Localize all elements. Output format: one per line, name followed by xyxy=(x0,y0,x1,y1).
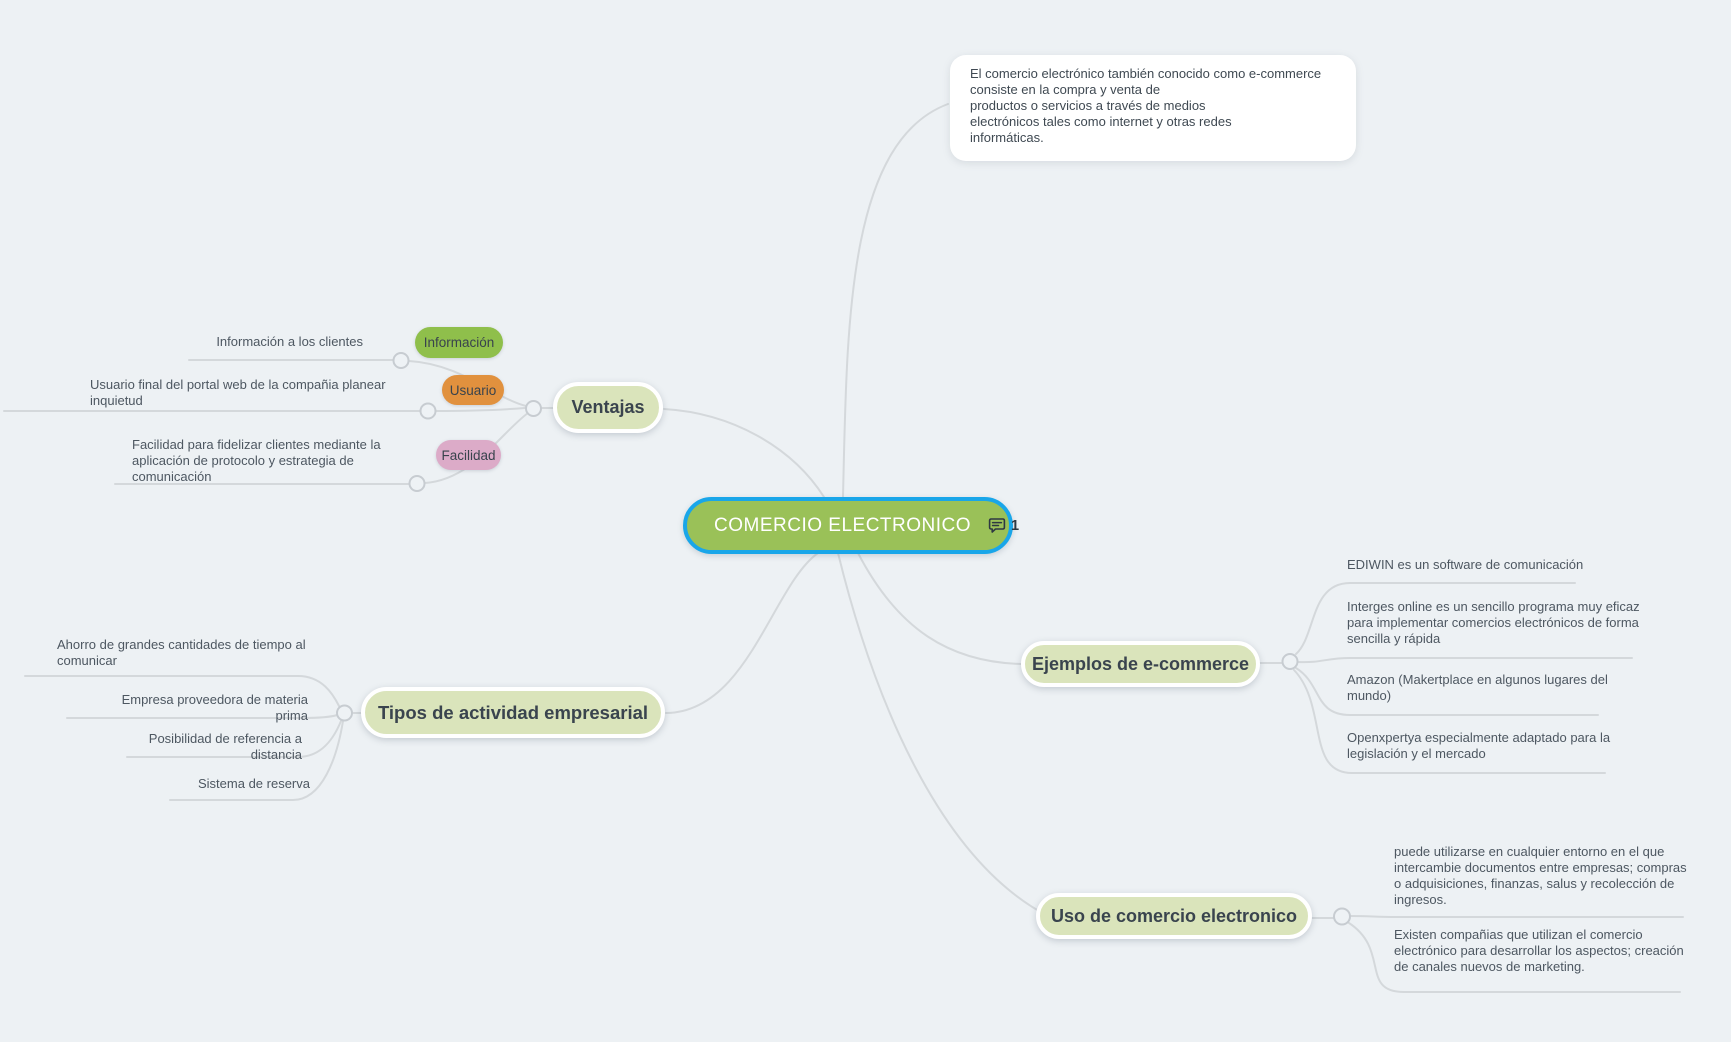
label-ahorro[interactable]: Ahorro de grandes cantidades de tiempo a… xyxy=(57,637,306,668)
topic-ejemplos[interactable]: Ejemplos de e-commerce xyxy=(1021,641,1260,687)
label-existen[interactable]: Existen compañias que utilizan el comerc… xyxy=(1394,927,1684,974)
topic-uso[interactable]: Uso de comercio electronico xyxy=(1036,893,1312,939)
topic-ventajas[interactable]: Ventajas xyxy=(553,382,663,433)
comment-badge[interactable]: 1 xyxy=(988,518,1019,534)
subpill-facilidad-label: Facilidad xyxy=(441,447,496,463)
label-usuario[interactable]: Usuario final del portal web de la compa… xyxy=(90,377,386,408)
label-openxpertya[interactable]: Openxpertya especialmente adaptado para … xyxy=(1347,730,1611,761)
subpill-informacion[interactable]: Información xyxy=(415,327,503,358)
topic-tipos[interactable]: Tipos de actividad empresarial xyxy=(361,687,665,738)
root-node[interactable]: COMERCIO ELECTRONICO 1 xyxy=(683,497,1019,554)
comment-icon xyxy=(988,517,1006,533)
topic-ventajas-label: Ventajas xyxy=(571,397,645,417)
topic-uso-label: Uso de comercio electronico xyxy=(1050,905,1298,926)
topic-ejemplos-label: Ejemplos de e-commerce xyxy=(1031,653,1250,674)
note-card[interactable]: El comercio electrónico también conocido… xyxy=(950,55,1356,161)
subpill-usuario[interactable]: Usuario xyxy=(442,375,504,405)
root-label: COMERCIO ELECTRONICO xyxy=(714,514,972,536)
label-amazon[interactable]: Amazon (Makertplace en algunos lugares d… xyxy=(1347,672,1608,703)
label-posibilidad[interactable]: Posibilidad de referencia a distancia xyxy=(148,731,302,762)
subpill-facilidad[interactable]: Facilidad xyxy=(436,440,501,470)
subpill-informacion-label: Información xyxy=(423,335,495,350)
topic-tipos-label: Tipos de actividad empresarial xyxy=(377,701,649,723)
label-empresa[interactable]: Empresa proveedora de materia prima xyxy=(121,692,308,723)
label-interges[interactable]: Interges online es un sencillo programa … xyxy=(1347,599,1640,646)
note-text: El comercio electrónico también conocido… xyxy=(970,66,1322,145)
subpill-usuario-label: Usuario xyxy=(449,382,497,398)
label-ediwin[interactable]: EDIWIN es un software de comunicación xyxy=(1347,557,1584,572)
label-facilidad[interactable]: Facilidad para fidelizar clientes median… xyxy=(132,437,381,484)
comment-count: 1 xyxy=(1011,517,1020,534)
label-informacion[interactable]: Información a los clientes xyxy=(216,334,363,349)
label-puede[interactable]: puede utilizarse en cualquier entorno en… xyxy=(1394,844,1687,907)
label-sistema[interactable]: Sistema de reserva xyxy=(198,776,310,791)
